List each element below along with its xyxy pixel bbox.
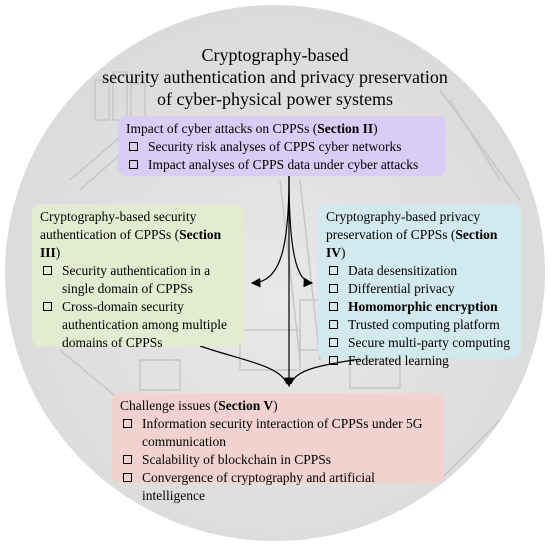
diagram-title: Cryptography-based security authenticati… bbox=[60, 44, 490, 110]
arrow-to-priv bbox=[288, 175, 314, 288]
list-item: Trusted computing platform bbox=[326, 316, 513, 334]
checkbox-icon bbox=[43, 302, 52, 311]
checkbox-icon bbox=[329, 356, 338, 365]
authentication-box: Cryptography-based security authenticati… bbox=[32, 204, 244, 350]
list-item: Cross-domain security authentication amo… bbox=[40, 298, 236, 352]
checkbox-icon bbox=[129, 142, 138, 151]
checkbox-icon bbox=[329, 284, 338, 293]
impact-heading: Impact of cyber attacks on CPPSs (Sectio… bbox=[126, 121, 378, 136]
list-item: Scalability of blockchain in CPPSs bbox=[120, 451, 436, 469]
checkbox-icon bbox=[123, 419, 132, 428]
checkbox-icon bbox=[329, 302, 338, 311]
list-item: Federated learning bbox=[326, 352, 513, 370]
challenge-list: Information security interaction of CPPS… bbox=[120, 415, 436, 505]
checkbox-icon bbox=[329, 320, 338, 329]
list-item: Homomorphic encryption bbox=[326, 298, 513, 316]
checkbox-icon bbox=[329, 266, 338, 275]
title-line-2: security authentication and privacy pres… bbox=[102, 67, 448, 87]
title-line-1: Cryptography-based bbox=[201, 45, 349, 65]
arrow-priv-to-challenge bbox=[290, 358, 361, 385]
authentication-heading: Cryptography-based security authenticati… bbox=[40, 209, 222, 260]
challenge-box: Challenge issues (Section V) Information… bbox=[112, 393, 444, 503]
authentication-list: Security authentication in a single doma… bbox=[40, 262, 236, 352]
checkbox-icon bbox=[329, 338, 338, 347]
challenge-heading: Challenge issues (Section V) bbox=[120, 398, 278, 413]
list-item: Differential privacy bbox=[326, 280, 513, 298]
title-line-3: of cyber-physical power systems bbox=[156, 89, 394, 109]
privacy-list: Data desensitization Differential privac… bbox=[326, 262, 513, 370]
list-item: Convergence of cryptography and artifici… bbox=[120, 469, 436, 505]
arrow-to-auth bbox=[250, 175, 290, 288]
impact-list: Security risk analyses of CPPS cyber net… bbox=[126, 138, 438, 174]
list-item: Secure multi-party computing bbox=[326, 334, 513, 352]
checkbox-icon bbox=[123, 455, 132, 464]
list-item: Security authentication in a single doma… bbox=[40, 262, 236, 298]
list-item: Information security interaction of CPPS… bbox=[120, 415, 436, 451]
checkbox-icon bbox=[129, 160, 138, 169]
arrow-auth-to-challenge bbox=[199, 345, 288, 385]
privacy-heading: Cryptography-based privacy preservation … bbox=[326, 209, 498, 260]
list-item: Data desensitization bbox=[326, 262, 513, 280]
impact-box: Impact of cyber attacks on CPPSs (Sectio… bbox=[118, 116, 446, 176]
list-item: Impact analyses of CPPS data under cyber… bbox=[126, 156, 438, 174]
list-item: Security risk analyses of CPPS cyber net… bbox=[126, 138, 438, 156]
privacy-box: Cryptography-based privacy preservation … bbox=[318, 204, 521, 368]
checkbox-icon bbox=[123, 473, 132, 482]
checkbox-icon bbox=[43, 266, 52, 275]
